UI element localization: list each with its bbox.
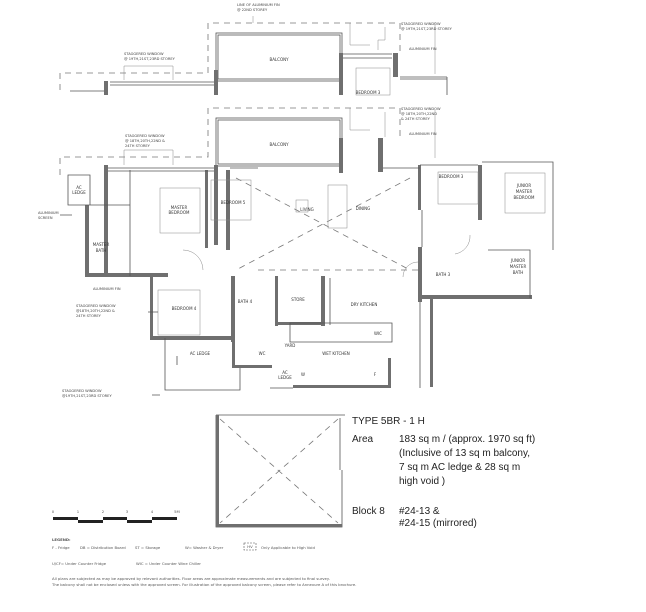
bedroom4-window-label-3: 24TH STOREY <box>76 314 102 318</box>
upper-partial-plan: LINE OF ALUMINIUM FIN @ 22ND STOREY STAG… <box>59 3 453 96</box>
room-label-junior-master-bedroom-3: BEDROOM <box>514 195 535 200</box>
room-label-master-bath-1: MASTER <box>93 242 110 247</box>
legend-item: Only Applicable to High Void <box>261 545 315 550</box>
room-label-bedroom5: BEDROOM 5 <box>221 200 246 205</box>
room-label-junior-master-bedroom-1: JUNIOR <box>516 183 531 188</box>
room-label-junior-master-bath-3: BATH <box>513 270 524 275</box>
unit-number-1: #24-13 & <box>399 506 440 517</box>
high-void <box>215 414 345 528</box>
room-label-fridge: F <box>374 372 377 377</box>
bedroom4-window-label-1: STAGGERED WINDOW <box>76 304 116 308</box>
scale-tick: 0 <box>52 509 55 514</box>
legend-item: U/CF= Under Counter Fridge <box>52 561 107 566</box>
legend-item: F - Fridge <box>52 545 70 550</box>
area-value-4: high void ) <box>399 476 445 487</box>
room-label-junior-master-bath-1: JUNIOR <box>510 258 525 263</box>
scale-tick: 3 <box>126 509 129 514</box>
room-label-ac-ledge-small-1: AC <box>282 370 288 375</box>
aluminium-fin-label-main: ALUMINIUM FIN <box>93 287 121 291</box>
area-label: Area <box>352 434 374 445</box>
room-label-store: STORE <box>291 297 305 302</box>
lower-right-window-label-2: @ 18TH,20TH,22ND <box>401 112 437 116</box>
room-label-bedroom4: BEDROOM 4 <box>172 306 197 311</box>
scale-tick: 2 <box>102 509 105 514</box>
scale-bar: 0 1 2 3 4 5M <box>52 509 180 523</box>
disclaimer-line-2: The balcony shall not be enclosed unless… <box>51 582 356 587</box>
room-label-bedroom3: BEDROOM 3 <box>439 174 464 179</box>
legend-item: W= Washer & Dryer <box>185 545 224 550</box>
aluminium-fin-label-lower: ALUMINIUM FIN <box>409 132 437 136</box>
upper-right-window-label-1: STAGGERED WINDOW <box>401 22 441 26</box>
bottom-window-label-1: STAGGERED WINDOW <box>62 389 102 393</box>
lower-right-window-label-3: & 24TH STOREY <box>401 117 431 121</box>
block-label: Block 8 <box>352 506 385 517</box>
disclaimer-line-1: All plans are subjected as may be approv… <box>52 576 330 581</box>
room-label-master-bedroom-1: MASTER <box>171 205 188 210</box>
lower-left-window-label-2: @ 18TH,20TH,22ND & <box>125 139 165 143</box>
room-label-ac-ledge-small-2: LEDGE <box>278 375 292 380</box>
main-plan: AC LEDGE BALCONY MASTER BEDROOM BEDROOM … <box>38 107 554 398</box>
room-label-dining: DINING <box>356 206 371 211</box>
upper-right-window-label-2: @ 19TH,21ST,23RD STOREY <box>401 27 453 31</box>
room-label-ac-ledge-bottom: AC LEDGE <box>190 351 211 356</box>
area-value-2: (Inclusive of 13 sq m balcony, <box>399 448 530 459</box>
scale-tick: 4 <box>151 509 154 514</box>
room-label-living: LIVING <box>300 207 313 212</box>
legend-title: LEGEND: <box>52 537 71 542</box>
room-label-bath3: BATH 3 <box>436 272 451 277</box>
unit-info: TYPE 5BR - 1 H Area 183 sq m / (approx. … <box>352 416 535 529</box>
room-label-balcony: BALCONY <box>269 142 289 147</box>
bottom-window-label-2: @19TH,21ST,23RD STOREY <box>62 394 112 398</box>
room-label-wic: WIC <box>374 331 382 336</box>
room-label-washer: W <box>301 372 305 377</box>
legend-item: WIC = Under Counter Wine Chiller <box>136 561 201 566</box>
aluminium-fin-label-upper: ALUMINIUM FIN <box>409 47 437 51</box>
room-label-bedroom3-upper: BEDROOM 3 <box>356 90 381 95</box>
lower-left-window-label-1: STAGGERED WINDOW <box>125 134 165 138</box>
room-label-balcony-upper: BALCONY <box>269 57 289 62</box>
scale-tick: 5M <box>174 509 180 514</box>
room-label-wet-kitchen: WET KITCHEN <box>322 351 350 356</box>
room-label-yard: YARD <box>284 343 296 348</box>
lower-right-window-label-1: STAGGERED WINDOW <box>401 107 441 111</box>
room-label-master-bedroom-2: BEDROOM <box>169 210 190 215</box>
legend-item: DB = Distribution Board <box>80 545 126 550</box>
legend-item: ST = Storage <box>135 545 161 550</box>
lower-left-window-label-3: 24TH STOREY <box>125 144 151 148</box>
unit-number-2: #24-15 (mirrored) <box>399 518 477 529</box>
upper-left-window-label-1: STAGGERED WINDOW <box>124 52 164 56</box>
legend: LEGEND: F - Fridge DB = Distribution Boa… <box>51 537 356 587</box>
aluminium-screen-label-1: ALUMINIUM <box>38 211 59 215</box>
top-fin-label-2: @ 22ND STOREY <box>237 8 268 12</box>
room-label-master-bath-2: BATH <box>96 248 107 253</box>
scale-tick: 1 <box>77 509 80 514</box>
room-label-dry-kitchen: DRY KITCHEN <box>351 302 378 307</box>
room-label-junior-master-bath-2: MASTER <box>510 264 527 269</box>
room-label-wc: WC <box>259 351 266 356</box>
area-value-1: 183 sq m / (approx. 1970 sq ft) <box>399 434 535 445</box>
unit-type: TYPE 5BR - 1 H <box>352 416 425 427</box>
room-label-ac-ledge-1: AC <box>76 185 82 190</box>
room-label-bath4: BATH 4 <box>238 299 253 304</box>
high-void-symbol-icon <box>243 542 257 551</box>
bedroom4-window-label-2: @18TH,20TH,22ND & <box>76 309 115 313</box>
top-fin-label-1: LINE OF ALUMINIUM FIN <box>237 3 280 7</box>
room-label-junior-master-bedroom-2: MASTER <box>516 189 533 194</box>
room-label-ac-ledge-2: LEDGE <box>72 190 86 195</box>
high-void-symbol-text: HV <box>247 544 253 549</box>
area-value-3: 7 sq m AC ledge & 28 sq m <box>399 462 520 473</box>
upper-left-window-label-2: @ 19TH,21ST,23RD STOREY <box>124 57 176 61</box>
aluminium-screen-label-2: SCREEN <box>38 216 53 220</box>
